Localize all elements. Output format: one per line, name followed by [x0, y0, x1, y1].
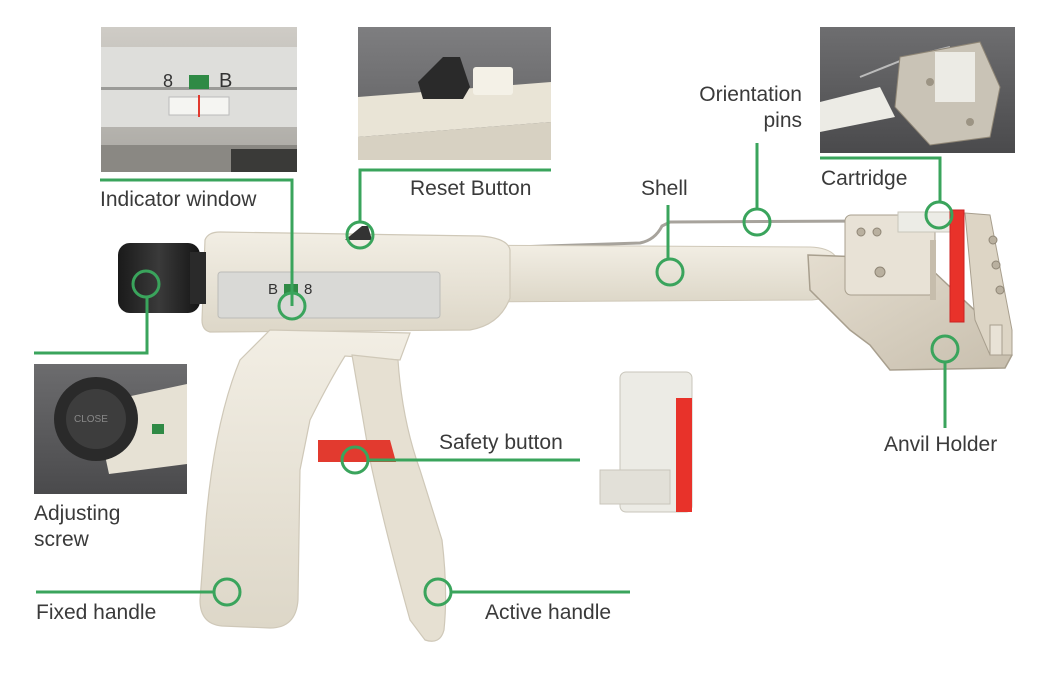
indicator-window-leader [100, 178, 294, 306]
svg-text:8: 8 [304, 281, 312, 298]
adjusting-screw-leader [34, 297, 149, 355]
circle-marker-icon [212, 577, 242, 607]
circle-marker-icon [742, 207, 772, 237]
label-fixed-handle: Fixed handle [36, 601, 157, 624]
circle-marker-icon [277, 291, 307, 321]
active-handle-shape [351, 354, 447, 642]
safety-bar [318, 440, 396, 462]
label-indicator-window: Indicator window [100, 188, 257, 211]
label-active-handle: Active handle [485, 601, 612, 624]
circle-marker-icon [340, 445, 370, 475]
label-adjusting-screw-line2: screw [34, 528, 89, 551]
cartridge-leader [820, 156, 942, 202]
circle-marker-icon [345, 220, 375, 250]
label-adjusting-screw-line1: Adjusting [34, 502, 121, 525]
svg-text:B: B [219, 70, 232, 92]
adjusting-screw-inset: CLOSE [34, 364, 187, 494]
fixed-handle-shape [199, 329, 411, 629]
cartridge-inset [820, 27, 1015, 153]
label-safety-button: Safety button [439, 431, 563, 454]
label-orientation-pins: Orientation pins [684, 82, 802, 134]
svg-text:8: 8 [163, 71, 173, 91]
body-indicator-strip [217, 271, 441, 319]
label-orientation-pins-line1: Orientation [699, 83, 802, 106]
circle-marker-icon [655, 257, 685, 287]
label-reset-button: Reset Button [410, 177, 532, 200]
label-adjusting-screw: Adjusting screw [34, 501, 120, 553]
label-orientation-pins-line2: pins [763, 109, 802, 132]
svg-text:CLOSE: CLOSE [74, 414, 108, 425]
indicator-window-inset: 8 B [101, 27, 297, 172]
label-cartridge: Cartridge [821, 167, 908, 190]
circle-marker-icon [131, 269, 161, 299]
circle-marker-icon [924, 200, 954, 230]
label-shell: Shell [641, 177, 688, 200]
cartridge-red-strip [949, 209, 965, 323]
label-anvil-holder: Anvil Holder [884, 433, 998, 456]
svg-text:B: B [268, 281, 278, 298]
circle-marker-icon [423, 577, 453, 607]
circle-marker-icon [930, 334, 960, 364]
reset-button-inset [358, 27, 551, 160]
reset-button-leader [358, 168, 551, 222]
